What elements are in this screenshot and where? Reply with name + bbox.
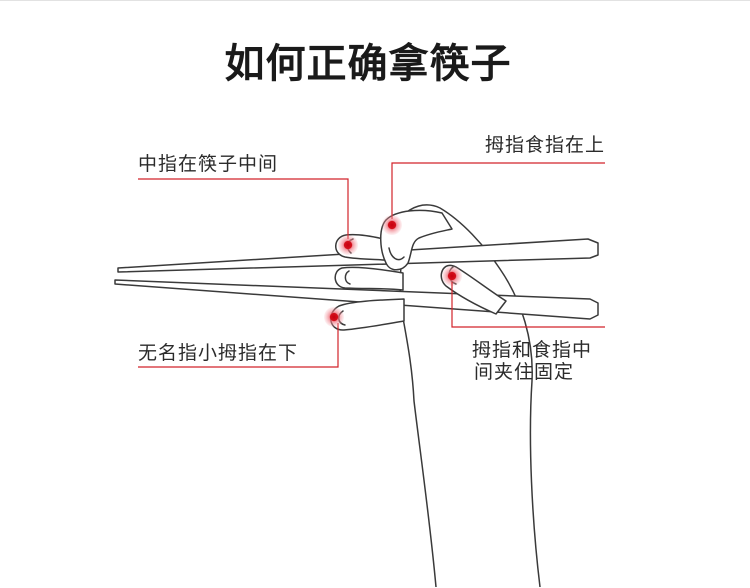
label-thumb-index-clamp-line1: 拇指和食指中 — [472, 339, 592, 361]
label-thumb-index-top: 拇指食指在上 — [485, 134, 605, 156]
label-middle-finger: 中指在筷子中间 — [138, 153, 278, 175]
leader-line-middle-finger — [138, 178, 349, 239]
annotation-ring-little-bottom: 无名指小拇指在下 — [138, 307, 344, 368]
ring-finger — [334, 266, 404, 291]
leader-line-thumb-index-clamp — [451, 282, 605, 328]
label-ring-little-bottom: 无名指小拇指在下 — [138, 342, 298, 364]
marker-thumb — [442, 266, 462, 286]
annotation-middle-finger: 中指在筷子中间 — [138, 153, 358, 255]
lower-chopstick — [114, 279, 599, 320]
annotation-thumb-index-clamp: 拇指和食指中 间夹住固定 — [442, 266, 605, 383]
annotation-thumb-index-top: 拇指食指在上 — [382, 134, 605, 235]
page-title: 如何正确拿筷子 — [225, 41, 512, 87]
marker-index-finger — [382, 215, 402, 235]
label-thumb-index-clamp-line2: 间夹住固定 — [474, 361, 574, 383]
leader-line-thumb-index-top — [391, 162, 605, 219]
leader-line-ring-little-bottom — [138, 323, 339, 368]
marker-little-finger — [324, 307, 344, 327]
marker-middle-finger — [338, 235, 358, 255]
